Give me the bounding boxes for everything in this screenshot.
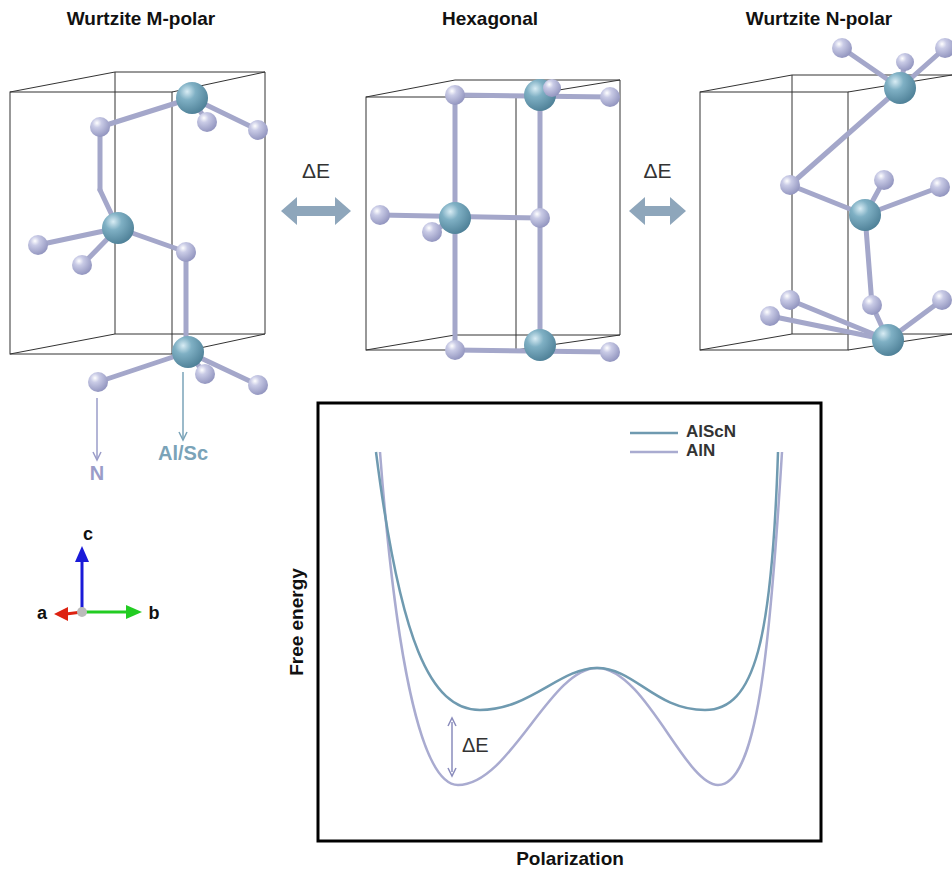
axis-label: c — [83, 524, 93, 545]
unit-cell: Wurtzite M-polar — [5, 4, 277, 384]
atom-label: N — [90, 462, 104, 485]
double-arrow — [629, 197, 686, 225]
axis-label: a — [37, 603, 47, 624]
structure-title: Hexagonal — [355, 4, 625, 30]
double-arrow — [281, 197, 351, 225]
legend-text: AlScN — [686, 422, 736, 442]
axis-label: b — [149, 603, 160, 624]
unit-cell: Wurtzite N-polar — [690, 4, 948, 354]
unit-cell: Hexagonal — [355, 4, 625, 354]
legend-line — [630, 432, 678, 435]
structure-title: Wurtzite N-polar — [690, 4, 948, 30]
legend-text: AlN — [686, 441, 715, 461]
legend-line — [630, 451, 678, 454]
axis-title: Free energy — [286, 568, 308, 676]
atom-label: Al/Sc — [158, 442, 208, 465]
edge-label: ΔE — [302, 159, 330, 183]
structure-title: Wurtzite M-polar — [5, 4, 277, 30]
delta-e-label: ΔE — [462, 734, 489, 757]
axis-title: Polarization — [516, 848, 624, 870]
edge-label: ΔE — [643, 159, 671, 183]
